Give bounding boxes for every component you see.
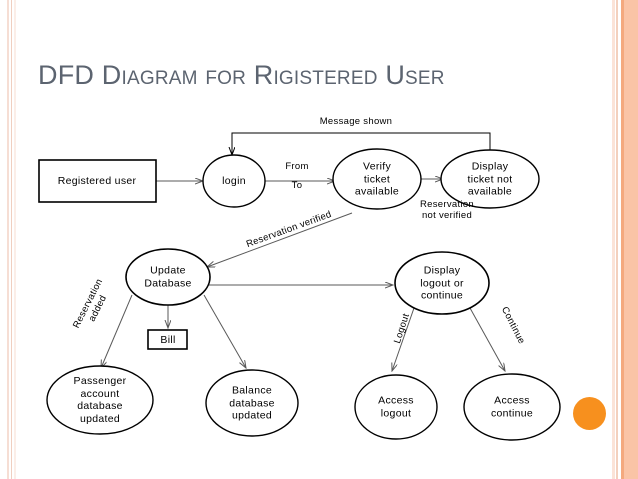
edge-label-message-shown: Message shown bbox=[319, 116, 393, 127]
node-update-database[interactable] bbox=[125, 248, 211, 306]
edge-update-to-balance bbox=[203, 294, 246, 368]
right-stripe-4 bbox=[621, 0, 624, 479]
edge-verify-to-update bbox=[207, 212, 353, 267]
right-stripe-2 bbox=[616, 0, 618, 479]
edge-continue-to-access-continue bbox=[469, 307, 505, 371]
left-stripe-1 bbox=[7, 0, 9, 479]
edge-message-shown bbox=[232, 132, 491, 155]
node-login[interactable] bbox=[202, 154, 266, 208]
orange-accent-dot bbox=[573, 397, 606, 430]
node-balance-database-updated[interactable] bbox=[205, 369, 299, 437]
edge-update-to-passenger bbox=[101, 294, 133, 368]
node-access-continue[interactable] bbox=[463, 373, 561, 441]
edge-label-to: To bbox=[291, 180, 303, 191]
edge-label-from: From bbox=[285, 161, 309, 172]
node-display-ticket-unavailable[interactable] bbox=[440, 149, 540, 209]
right-stripe-5 bbox=[624, 0, 638, 479]
node-verify-ticket[interactable] bbox=[332, 148, 422, 210]
slide-title: DFD Diagram for Rigistered User bbox=[38, 60, 445, 90]
left-stripe-3 bbox=[14, 0, 16, 479]
node-access-logout[interactable] bbox=[354, 374, 438, 440]
edge-label-reservation-not-verified: Reservation not verified bbox=[420, 199, 474, 221]
node-display-logout-or-continue[interactable] bbox=[394, 251, 490, 315]
left-stripe-2 bbox=[11, 0, 12, 479]
node-passenger-account-updated[interactable] bbox=[46, 365, 154, 435]
edge-logout-to-access-logout bbox=[392, 307, 415, 371]
right-stripe-1 bbox=[612, 0, 615, 479]
right-stripe-3 bbox=[619, 0, 621, 479]
node-registered-user[interactable] bbox=[38, 159, 157, 203]
node-bill[interactable] bbox=[147, 329, 188, 350]
